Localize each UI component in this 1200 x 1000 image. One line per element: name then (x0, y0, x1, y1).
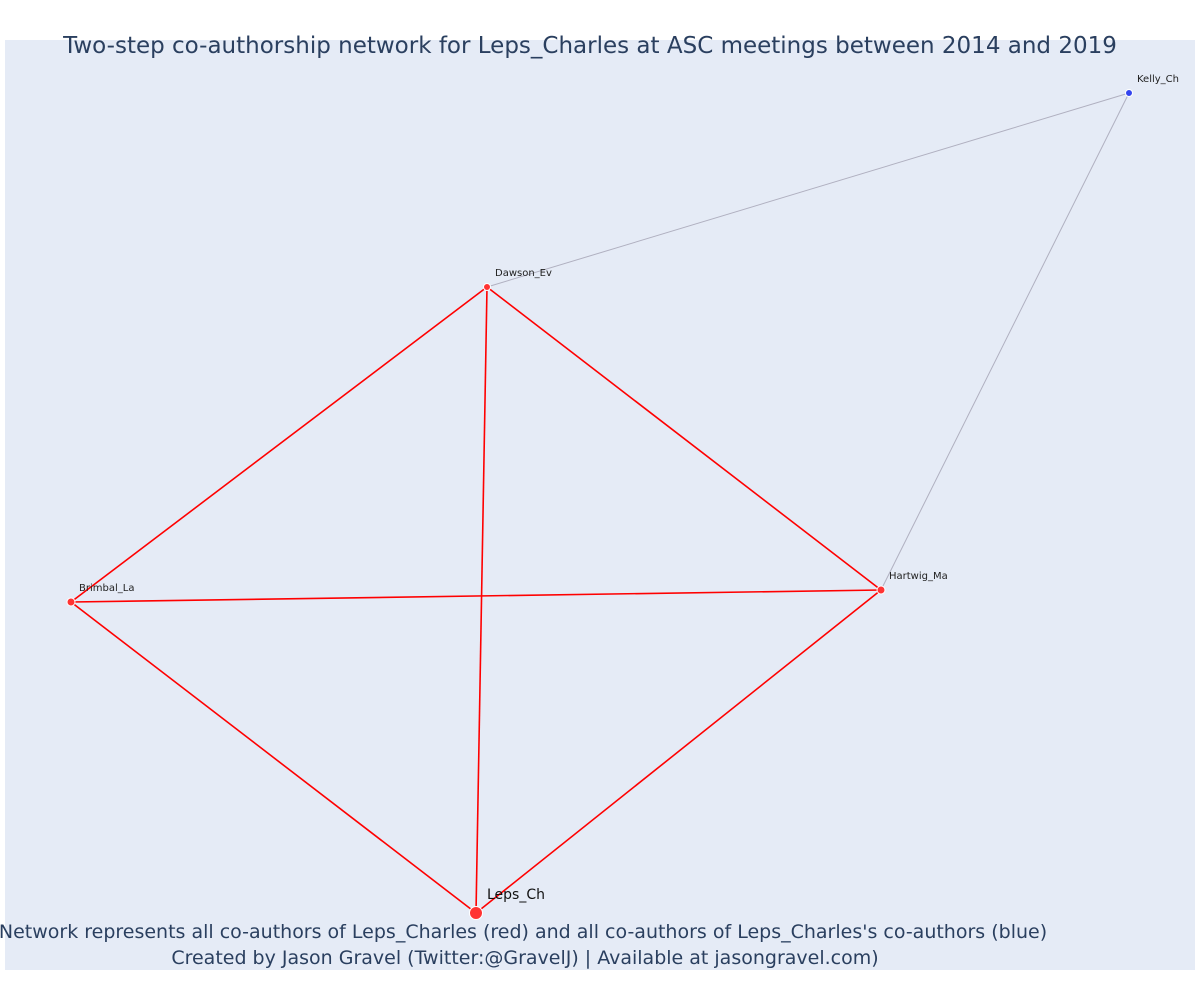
edge-brimbal-la-hartwig-ma (70, 589, 882, 603)
node-label-kelly-ch: Kelly_Ch (1137, 74, 1179, 85)
edge-leps-ch-dawson-ev (475, 286, 488, 914)
edge-dawson-ev-hartwig-ma (486, 286, 882, 591)
edge-leps-ch-brimbal-la (70, 601, 477, 914)
edge-dawson-ev-brimbal-la (70, 286, 488, 603)
chart-title: Two-step co-authorship network for Leps_… (62, 33, 1117, 59)
node-label-brimbal-la: Brimbal_La (79, 583, 134, 594)
node-hartwig-ma[interactable] (876, 585, 886, 595)
edges-layer (70, 92, 1130, 914)
edge-leps-ch-hartwig-ma (475, 589, 882, 914)
node-dawson-ev[interactable] (483, 283, 491, 291)
edge-hartwig-ma-kelly-ch (880, 92, 1130, 591)
edge-dawson-ev-kelly-ch (486, 92, 1130, 288)
node-kelly-ch[interactable] (1125, 89, 1133, 97)
caption-line-2: Created by Jason Gravel (Twitter:@Gravel… (171, 947, 878, 969)
plot-background (5, 40, 1195, 970)
node-leps-ch[interactable] (469, 906, 483, 920)
node-brimbal-la[interactable] (66, 597, 76, 607)
node-label-hartwig-ma: Hartwig_Ma (889, 571, 948, 582)
node-label-leps-ch: Leps_Ch (487, 887, 545, 903)
node-label-dawson-ev: Dawson_Ev (495, 268, 552, 279)
nodes-layer (66, 89, 1133, 920)
caption-line-1: Network represents all co-authors of Lep… (0, 921, 1047, 943)
